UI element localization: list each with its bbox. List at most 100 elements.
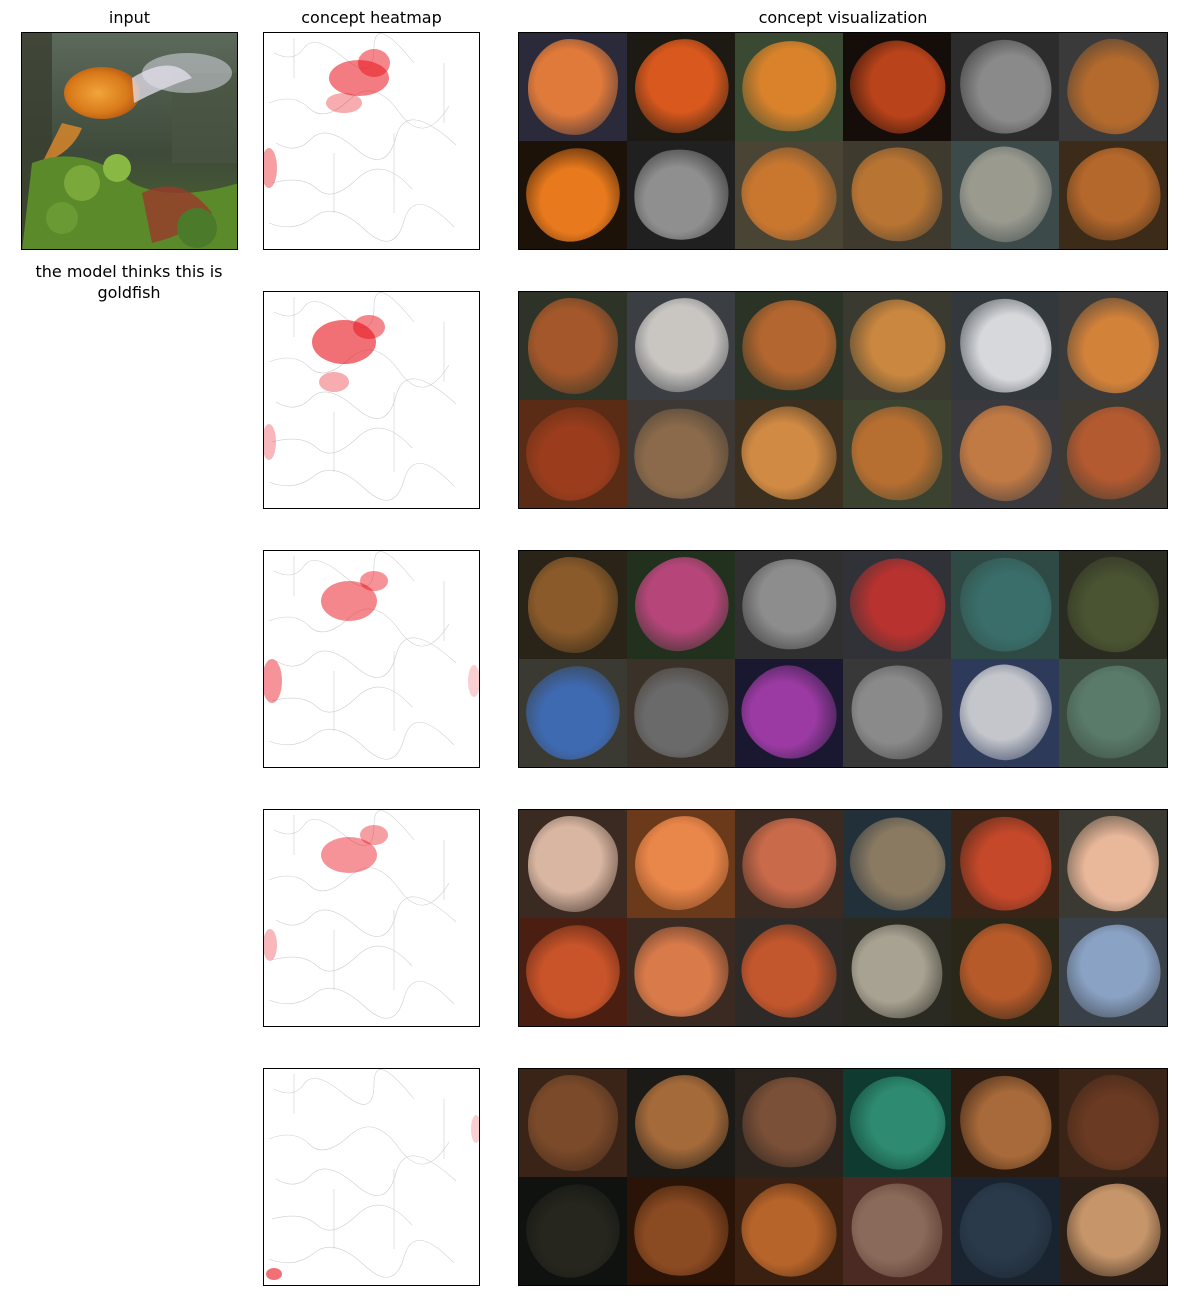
- concept-patch-highlight: [952, 400, 1058, 508]
- concept-patch-image: [843, 292, 951, 400]
- concept-patch-image: [843, 918, 951, 1026]
- concept-patch-image: [519, 1177, 627, 1285]
- concept-patch-image: [735, 659, 843, 767]
- concept-patch-image: [627, 918, 735, 1026]
- concept-patch-highlight: [951, 33, 1059, 141]
- concept-patch-highlight: [519, 141, 627, 249]
- input-image: [21, 32, 238, 250]
- concept-visualization-grid: [518, 1068, 1168, 1286]
- concept-patch-image: [735, 1069, 843, 1177]
- concept-patch-image: [627, 400, 735, 508]
- concept-patch-image: [519, 400, 627, 508]
- concept-patch-highlight: [843, 659, 951, 767]
- concept-patch-highlight: [951, 551, 1059, 659]
- concept-patch-image: [627, 810, 735, 918]
- concept-patch-highlight: [843, 1069, 951, 1177]
- concept-patch-image: [519, 141, 627, 249]
- concept-patch-highlight: [843, 1177, 951, 1285]
- concept-heatmap: [263, 1068, 480, 1286]
- concept-patch-highlight: [527, 557, 619, 653]
- concept-patch-highlight: [952, 659, 1058, 767]
- concept-patch-highlight: [1059, 918, 1167, 1026]
- concept-patch-image: [843, 551, 951, 659]
- concept-patch-image: [735, 1177, 843, 1285]
- concept-patch-highlight: [1059, 659, 1167, 767]
- concept-patch-highlight: [735, 292, 843, 400]
- concept-patch-image: [519, 33, 627, 141]
- concept-patch-highlight: [735, 400, 843, 508]
- concept-patch-highlight: [951, 292, 1059, 400]
- concept-patch-image: [1059, 292, 1167, 400]
- concept-patch-highlight: [735, 659, 843, 767]
- input-title: input: [108, 8, 151, 27]
- concept-patch-highlight: [735, 1177, 843, 1285]
- concept-patch-highlight: [843, 292, 951, 400]
- concept-patch-image: [519, 918, 627, 1026]
- concept-patch-image: [627, 33, 735, 141]
- concept-patch-highlight: [952, 141, 1058, 249]
- concept-patch-highlight: [627, 810, 735, 918]
- concept-visualization-grid: [518, 291, 1168, 509]
- concept-patch-image: [735, 551, 843, 659]
- concept-patch-image: [519, 1069, 627, 1177]
- concept-patch-image: [735, 918, 843, 1026]
- concept-patch-image: [627, 551, 735, 659]
- concept-patch-highlight: [1063, 294, 1163, 398]
- concept-patch-highlight: [627, 292, 735, 400]
- concept-patch-highlight: [627, 551, 735, 659]
- concept-patch-highlight: [1059, 1177, 1167, 1285]
- concept-patch-image: [519, 810, 627, 918]
- concept-patch-image: [1059, 400, 1167, 508]
- concept-patch-image: [735, 400, 843, 508]
- concept-patch-highlight: [951, 1069, 1059, 1177]
- concept-patch-image: [1059, 141, 1167, 249]
- concept-patch-image: [951, 1177, 1059, 1285]
- concept-patch-image: [951, 659, 1059, 767]
- concept-patch-highlight: [843, 551, 951, 659]
- concept-visualization-grid: [518, 550, 1168, 768]
- concept-patch-image: [735, 292, 843, 400]
- concept-patch-image: [951, 918, 1059, 1026]
- concept-patch-image: [951, 551, 1059, 659]
- concept-patch-image: [735, 33, 843, 141]
- concept-patch-highlight: [735, 551, 843, 659]
- concept-patch-highlight: [1063, 812, 1163, 916]
- concept-patch-highlight: [519, 918, 627, 1026]
- concept-patch-highlight: [627, 400, 735, 508]
- concept-patch-image: [951, 33, 1059, 141]
- concept-patch-highlight: [735, 1069, 843, 1177]
- concept-patch-highlight: [843, 918, 951, 1026]
- concept-patch-image: [843, 400, 951, 508]
- concept-patch-image: [951, 400, 1059, 508]
- concept-patch-highlight: [627, 1177, 735, 1285]
- concept-patch-highlight: [843, 141, 951, 249]
- concept-patch-image: [627, 659, 735, 767]
- prediction-caption: the model thinks this is goldfish: [35, 262, 223, 302]
- concept-patch-highlight: [519, 400, 627, 508]
- concept-patch-highlight: [1059, 400, 1167, 508]
- concept-patch-highlight: [1063, 1071, 1163, 1175]
- concept-patch-highlight: [527, 816, 619, 912]
- concept-patch-image: [951, 292, 1059, 400]
- concept-patch-highlight: [519, 1177, 627, 1285]
- concept-patch-image: [519, 659, 627, 767]
- concept-patch-highlight: [527, 298, 619, 394]
- concept-patch-highlight: [1063, 553, 1163, 657]
- concept-patch-highlight: [627, 918, 735, 1026]
- concept-patch-highlight: [527, 1075, 619, 1171]
- concept-heatmap: [263, 32, 480, 250]
- concept-visualization-grid: [518, 809, 1168, 1027]
- concept-patch-image: [627, 1177, 735, 1285]
- heatmap-title: concept heatmap: [301, 8, 442, 27]
- concept-patch-image: [735, 810, 843, 918]
- concept-patch-image: [843, 1177, 951, 1285]
- concept-patch-image: [1059, 551, 1167, 659]
- concept-patch-highlight: [951, 810, 1059, 918]
- concept-patch-highlight: [627, 659, 735, 767]
- concept-patch-highlight: [735, 141, 843, 249]
- concept-patch-image: [951, 810, 1059, 918]
- concept-patch-image: [843, 33, 951, 141]
- concept-patch-highlight: [735, 918, 843, 1026]
- concept-patch-highlight: [519, 659, 627, 767]
- concept-patch-highlight: [1063, 35, 1163, 139]
